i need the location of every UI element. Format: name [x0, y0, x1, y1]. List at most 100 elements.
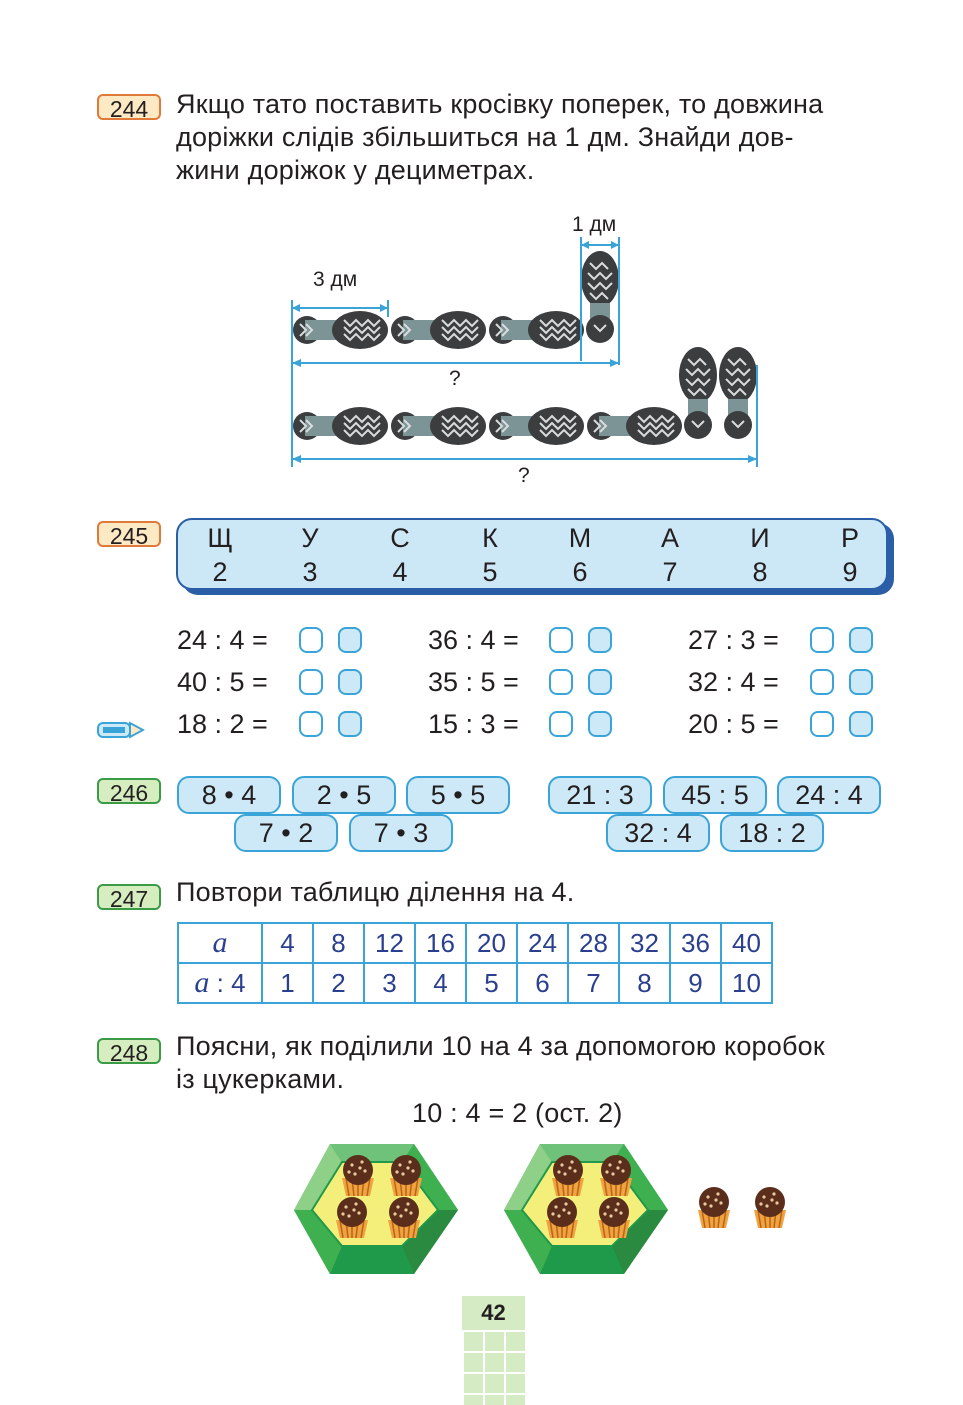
table-cell: 3 [363, 962, 416, 1004]
expression-card: 24 : 4 [777, 776, 881, 814]
code-letter: Щ [207, 523, 233, 553]
division-equation: 40 : 5 = [177, 667, 268, 697]
table-cell: 7 [567, 962, 620, 1004]
answer-box[interactable] [849, 711, 873, 737]
task-number-badge: 244 [97, 94, 161, 122]
division-equation: 15 : 3 = [428, 709, 519, 739]
task-number-badge: 246 [97, 778, 161, 806]
answer-box[interactable] [549, 627, 573, 653]
row-header-a-div-4: a : 4 [177, 962, 263, 1004]
division-equation: 27 : 3 = [688, 625, 779, 655]
task-number-badge: 247 [97, 884, 161, 912]
table-cell: 12 [363, 922, 416, 964]
divide-by-4: : 4 [209, 968, 246, 998]
task-244-text: Якщо тато поставить кросівку поперек, то… [176, 88, 896, 187]
answer-box[interactable] [810, 669, 834, 695]
task-number-badge: 245 [97, 521, 161, 549]
code-letter: М [568, 523, 592, 553]
expression-card: 7 • 3 [349, 814, 453, 852]
table-cell: 40 [720, 922, 773, 964]
code-letter: Р [840, 523, 859, 553]
remainder-candies [697, 1186, 787, 1229]
label-1-dm: 1 дм [572, 213, 617, 236]
table-row: a : 4 1 2 3 4 5 6 7 8 9 10 [177, 962, 773, 1004]
table-cell: 10 [720, 962, 773, 1004]
table-cell: 5 [465, 962, 518, 1004]
code-digit: 2 [212, 557, 228, 587]
expression-card: 18 : 2 [720, 814, 824, 852]
candy-boxes-illustration [293, 1143, 787, 1275]
answer-box[interactable] [549, 669, 573, 695]
row-header-a: a [177, 922, 263, 964]
answer-box[interactable] [849, 627, 873, 653]
table-cell: 32 [618, 922, 671, 964]
table-cell: 2 [312, 962, 365, 1004]
code-letter: С [390, 523, 410, 553]
letter-code-bar: Щ У С К М А И Р 2 3 4 5 6 7 8 9 [176, 518, 888, 590]
variable-a: a [194, 966, 210, 999]
task-248-line-2: із цукерками. [176, 1064, 345, 1094]
table-cell: 8 [618, 962, 671, 1004]
footprint-track-illustration [291, 237, 758, 467]
table-cell: 36 [669, 922, 722, 964]
code-digit: 5 [482, 557, 498, 587]
page-number: 42 [481, 1300, 506, 1325]
division-equation: 24 : 4 = [177, 625, 268, 655]
answer-box[interactable] [849, 669, 873, 695]
code-digit: 4 [392, 557, 408, 587]
page-number-tab: 42 [462, 1296, 525, 1405]
footprint-row-2 [292, 346, 758, 446]
code-digit: 8 [752, 557, 768, 587]
answer-box[interactable] [338, 711, 362, 737]
table-cell: 4 [261, 922, 314, 964]
code-letter: К [482, 523, 498, 553]
pencil-icon [97, 721, 145, 739]
code-digit: 7 [662, 557, 678, 587]
question-mark-row-2: ? [518, 464, 530, 487]
answer-box[interactable] [549, 711, 573, 737]
table-cell: 20 [465, 922, 518, 964]
division-equation: 20 : 5 = [688, 709, 779, 739]
answer-box[interactable] [810, 711, 834, 737]
expression-card: 5 • 5 [406, 776, 510, 814]
expression-card: 32 : 4 [606, 814, 710, 852]
task-248-line-1: Поясни, як поділили 10 на 4 за допомогою… [176, 1031, 825, 1061]
answer-box[interactable] [588, 627, 612, 653]
code-letter: У [301, 523, 319, 553]
task-number-badge: 248 [97, 1038, 161, 1066]
task-244-line-3: жини доріжок у дециметрах. [176, 155, 535, 185]
answer-box[interactable] [588, 669, 612, 695]
division-equation: 32 : 4 = [688, 667, 779, 697]
expression-card: 21 : 3 [548, 776, 652, 814]
question-mark-row-1: ? [449, 367, 461, 390]
table-cell: 1 [261, 962, 314, 1004]
code-letter: А [660, 523, 679, 553]
answer-box[interactable] [588, 711, 612, 737]
expression-card: 2 • 5 [292, 776, 396, 814]
answer-box[interactable] [299, 711, 323, 737]
answer-box[interactable] [299, 669, 323, 695]
expression-card: 45 : 5 [663, 776, 767, 814]
table-row: a 4 8 12 16 20 24 28 32 36 40 [177, 922, 773, 964]
code-digit: 9 [842, 557, 858, 587]
answer-box[interactable] [299, 627, 323, 653]
table-cell: 16 [414, 922, 467, 964]
code-letter: И [750, 523, 770, 553]
page-grid-decoration [462, 1330, 525, 1405]
table-cell: 24 [516, 922, 569, 964]
table-cell: 6 [516, 962, 569, 1004]
table-cell: 8 [312, 922, 365, 964]
division-with-remainder: 10 : 4 = 2 (ост. 2) [412, 1098, 623, 1128]
code-digit: 6 [572, 557, 588, 587]
table-cell: 9 [669, 962, 722, 1004]
answer-box[interactable] [338, 627, 362, 653]
code-digit: 3 [302, 557, 318, 587]
division-equation: 18 : 2 = [177, 709, 268, 739]
task-247-text: Повтори таблицю ділення на 4. [176, 877, 575, 907]
answer-box[interactable] [810, 627, 834, 653]
table-cell: 4 [414, 962, 467, 1004]
answer-box[interactable] [338, 669, 362, 695]
label-3-dm: 3 дм [313, 268, 358, 291]
task-248-text: Поясни, як поділили 10 на 4 за допомогою… [176, 1030, 896, 1096]
footprint-row-1 [292, 250, 620, 350]
